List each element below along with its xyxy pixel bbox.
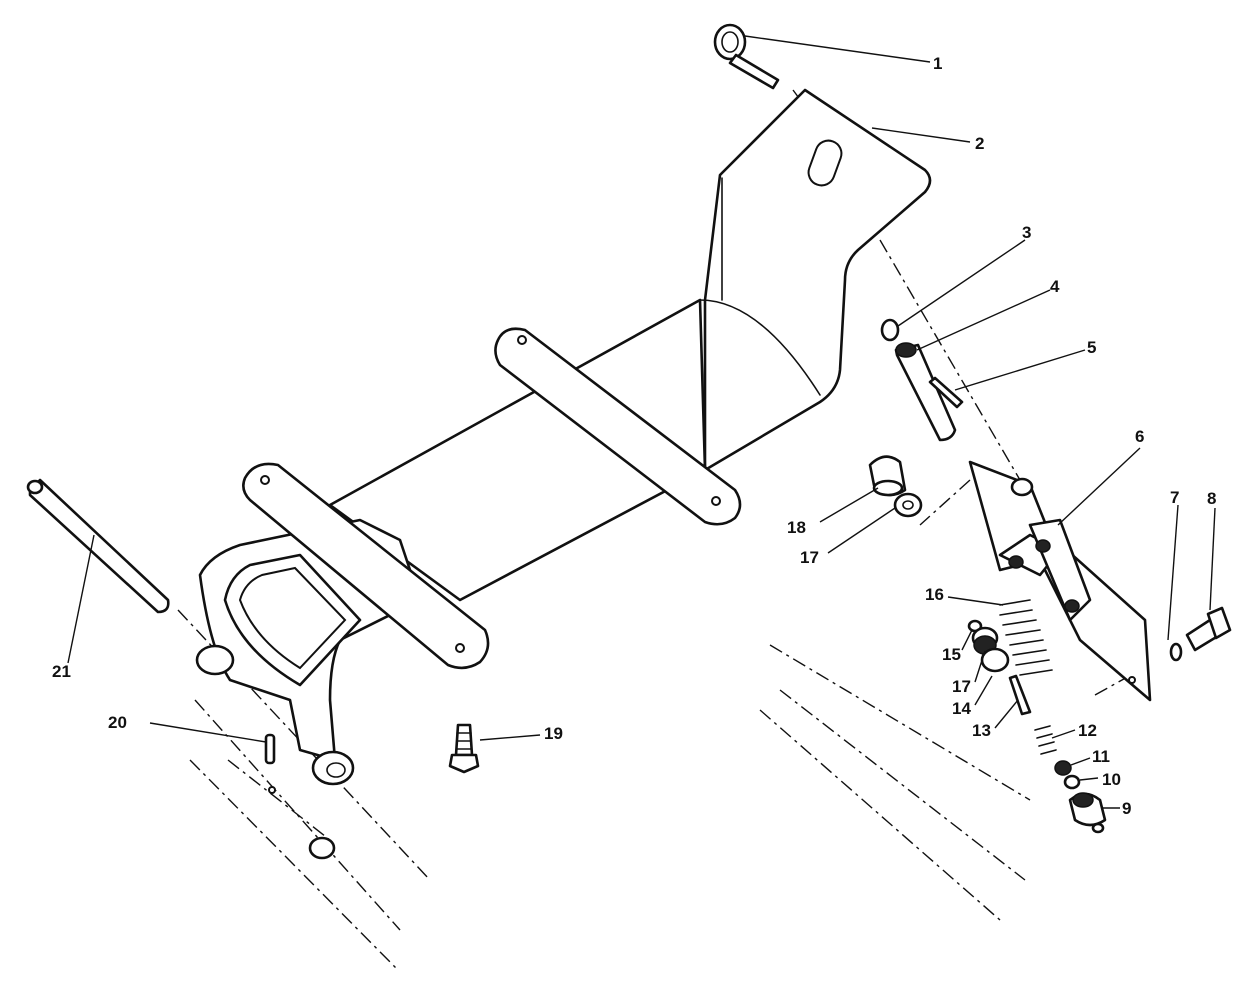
bracket-part — [968, 460, 1152, 702]
callout-18: 18 — [787, 518, 806, 537]
callout-9: 9 — [1122, 799, 1131, 818]
callout-2: 2 — [975, 134, 984, 153]
callout-4: 4 — [1050, 277, 1060, 296]
main-frame-part — [195, 88, 932, 786]
callout-labels: 1 2 3 4 5 6 7 8 9 10 11 12 13 14 17 15 1… — [52, 54, 1216, 818]
bolt-19-part — [448, 723, 480, 774]
bolt-8-part — [1169, 606, 1232, 662]
callout-10: 10 — [1102, 770, 1121, 789]
small-pin-part — [227, 733, 336, 860]
callout-13: 13 — [972, 721, 991, 740]
callout-17-lower: 17 — [952, 677, 971, 696]
fitting-parts — [1034, 725, 1107, 834]
bushing-parts — [880, 318, 964, 442]
callout-14: 14 — [952, 699, 971, 718]
leader-lines — [67, 35, 1216, 809]
callout-8: 8 — [1207, 489, 1216, 508]
callout-19: 19 — [544, 724, 563, 743]
callout-21: 21 — [52, 662, 71, 681]
spring-valve-parts — [967, 599, 1053, 716]
callout-12: 12 — [1078, 721, 1097, 740]
callout-16: 16 — [925, 585, 944, 604]
callout-6: 6 — [1135, 427, 1144, 446]
callout-7: 7 — [1170, 488, 1179, 507]
callout-5: 5 — [1087, 338, 1096, 357]
long-pin-part — [26, 478, 170, 614]
ring-pin-part — [713, 23, 780, 90]
callout-20: 20 — [108, 713, 127, 732]
callout-15: 15 — [942, 645, 961, 664]
callout-11: 11 — [1092, 747, 1110, 766]
cross-bars — [242, 327, 742, 670]
callout-17-upper: 17 — [800, 548, 819, 567]
callout-1: 1 — [933, 54, 942, 73]
callout-3: 3 — [1022, 223, 1031, 242]
plug-parts — [868, 455, 923, 518]
